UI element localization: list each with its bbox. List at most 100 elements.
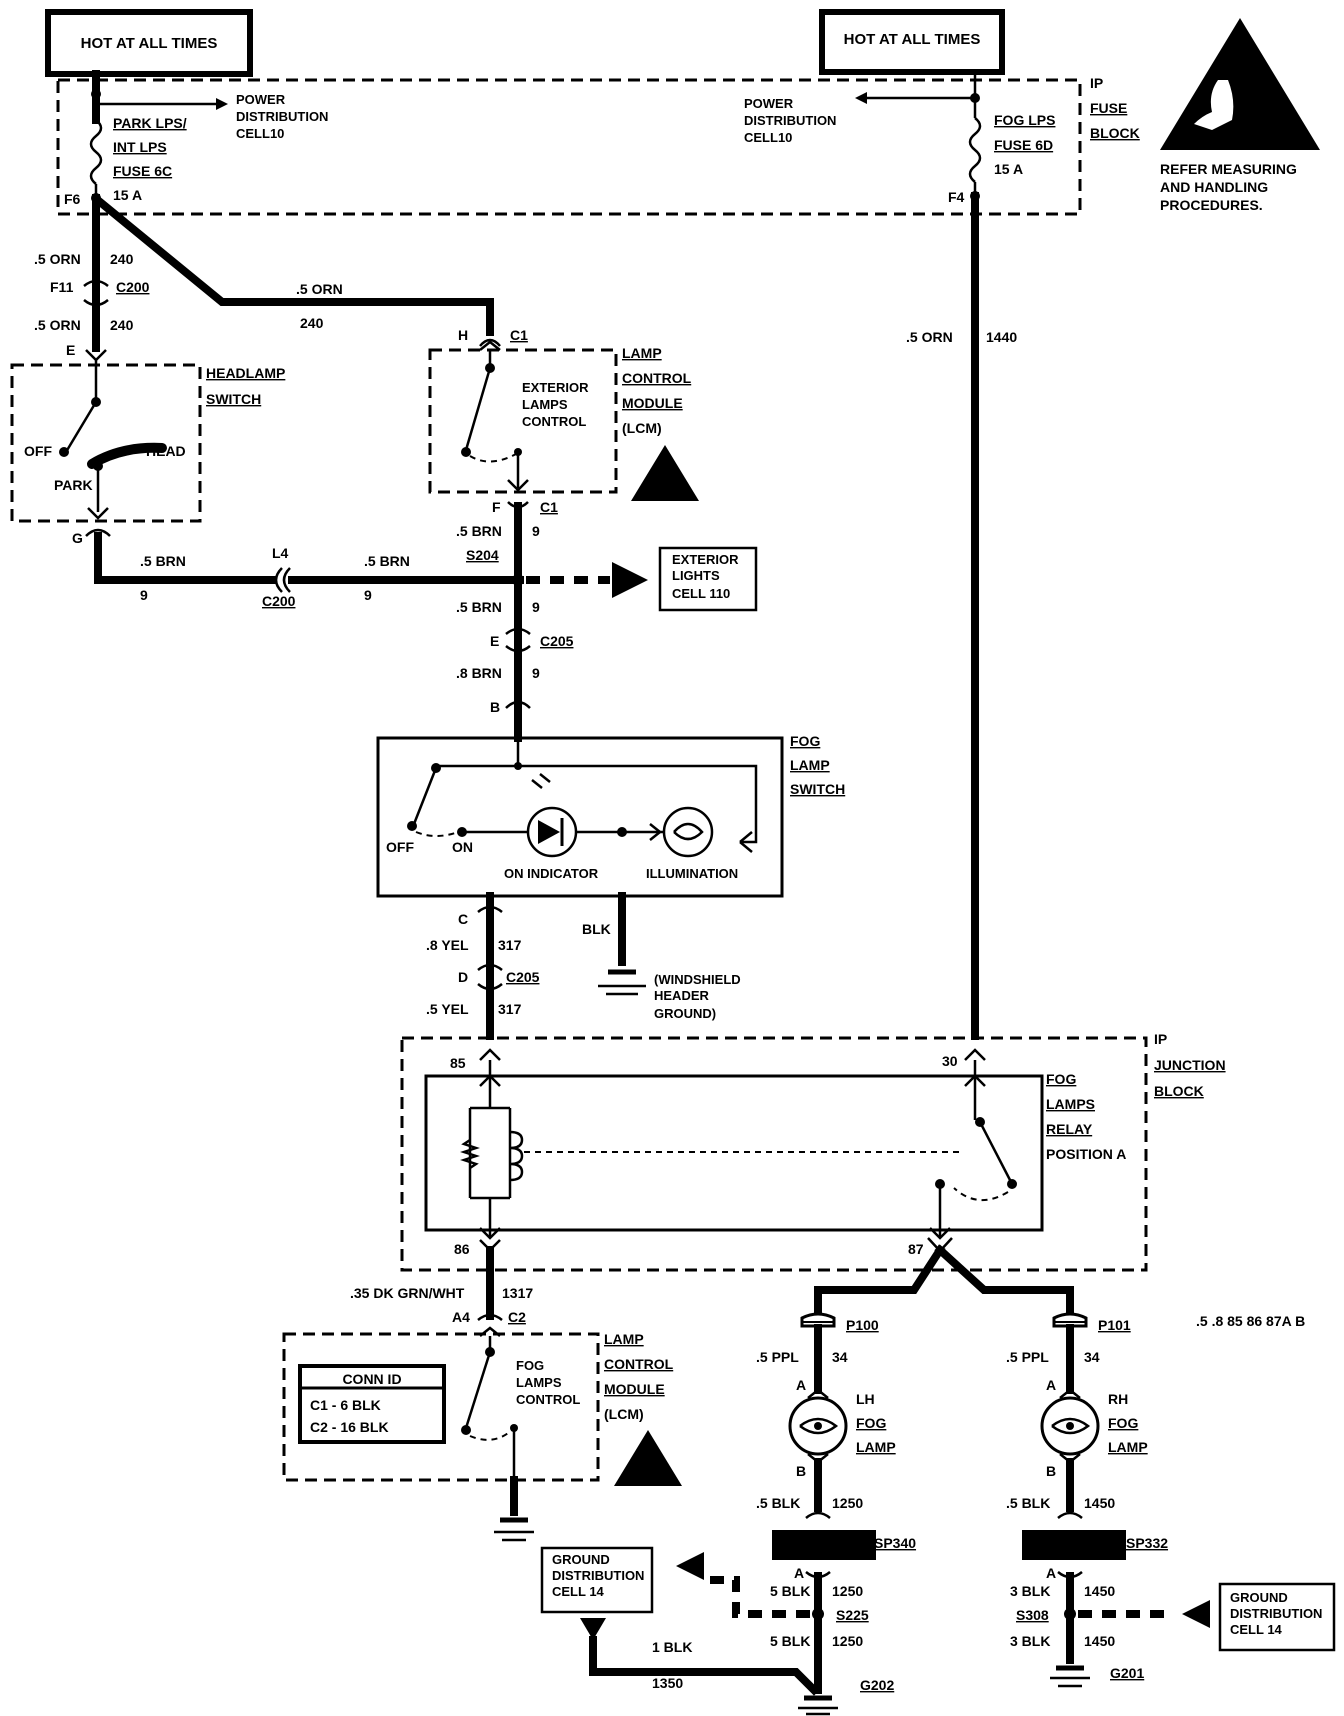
svg-text:HEAD: HEAD bbox=[146, 443, 186, 459]
svg-text:BLK: BLK bbox=[582, 921, 611, 937]
svg-text:C205: C205 bbox=[506, 969, 540, 985]
svg-text:F11: F11 bbox=[50, 279, 74, 295]
svg-text:3 BLK: 3 BLK bbox=[1010, 1583, 1050, 1599]
svg-text:9: 9 bbox=[532, 523, 540, 539]
svg-text:240: 240 bbox=[110, 251, 134, 267]
svg-text:FOG: FOG bbox=[1108, 1415, 1138, 1431]
svg-text:DISTRIBUTION: DISTRIBUTION bbox=[236, 109, 328, 124]
svg-text:1250: 1250 bbox=[832, 1583, 863, 1599]
esd-note: REFER MEASURING AND HANDLING PROCEDURES. bbox=[1160, 161, 1297, 213]
svg-text:E: E bbox=[490, 633, 499, 649]
svg-text:G: G bbox=[72, 530, 83, 546]
svg-text:.5 BRN: .5 BRN bbox=[456, 599, 502, 615]
svg-text:PARK LPS/: PARK LPS/ bbox=[113, 115, 187, 131]
svg-text:CELL10: CELL10 bbox=[236, 126, 284, 141]
svg-text:9: 9 bbox=[140, 587, 148, 603]
svg-text:9: 9 bbox=[364, 587, 372, 603]
svg-text:FUSE: FUSE bbox=[1090, 100, 1127, 116]
svg-text:ON INDICATOR: ON INDICATOR bbox=[504, 866, 599, 881]
svg-text:POWER: POWER bbox=[744, 96, 794, 111]
svg-text:A: A bbox=[1046, 1565, 1056, 1581]
svg-text:ON: ON bbox=[452, 839, 473, 855]
svg-text:SP332: SP332 bbox=[1126, 1535, 1168, 1551]
svg-text:FOG: FOG bbox=[790, 733, 820, 749]
wire-317: C .8 YEL 317 D C205 .5 YEL 317 bbox=[426, 892, 540, 1040]
svg-text:LAMPS: LAMPS bbox=[516, 1375, 562, 1390]
power-distribution-left: POWER DISTRIBUTION CELL10 bbox=[96, 92, 328, 141]
svg-text:HEADLAMP: HEADLAMP bbox=[206, 365, 285, 381]
svg-text:317: 317 bbox=[498, 937, 522, 953]
ip-fuse-block-outline bbox=[56, 78, 1082, 216]
svg-text:GROUND: GROUND bbox=[1230, 1590, 1288, 1605]
svg-text:SWITCH: SWITCH bbox=[206, 391, 261, 407]
svg-text:S204: S204 bbox=[466, 547, 499, 563]
svg-text:FOG: FOG bbox=[1046, 1071, 1076, 1087]
svg-text:RELAY: RELAY bbox=[1046, 1121, 1093, 1137]
svg-text:CELL 14: CELL 14 bbox=[552, 1584, 605, 1599]
svg-text:C200: C200 bbox=[116, 279, 150, 295]
svg-text:(LCM): (LCM) bbox=[604, 1406, 644, 1422]
ground-distribution-left: GROUND DISTRIBUTION CELL 14 1 BLK 1350 bbox=[540, 1546, 820, 1696]
svg-text:.5 ORN: .5 ORN bbox=[34, 251, 81, 267]
svg-text:CELL 14: CELL 14 bbox=[1230, 1622, 1283, 1637]
splice-s204 bbox=[512, 574, 524, 586]
svg-text:HOT AT ALL TIMES: HOT AT ALL TIMES bbox=[81, 35, 218, 52]
svg-text:1440: 1440 bbox=[986, 329, 1017, 345]
svg-text:LAMP: LAMP bbox=[856, 1439, 896, 1455]
hot-label-left: HOT AT ALL TIMES bbox=[45, 9, 253, 77]
svg-text:B: B bbox=[1046, 1463, 1056, 1479]
svg-text:CONTROL: CONTROL bbox=[516, 1392, 580, 1407]
svg-text:FUSE 6D: FUSE 6D bbox=[994, 137, 1053, 153]
svg-text:CONTROL: CONTROL bbox=[604, 1356, 674, 1372]
svg-text:SP340: SP340 bbox=[874, 1535, 916, 1551]
svg-text:240: 240 bbox=[110, 317, 134, 333]
svg-text:FOG LPS: FOG LPS bbox=[994, 112, 1055, 128]
svg-text:LAMP: LAMP bbox=[790, 757, 830, 773]
lcm-bottom-outline bbox=[282, 1332, 600, 1482]
svg-text:1250: 1250 bbox=[832, 1633, 863, 1649]
svg-text:C2 - 16 BLK: C2 - 16 BLK bbox=[310, 1419, 389, 1435]
svg-text:(LCM): (LCM) bbox=[622, 420, 662, 436]
svg-text:9: 9 bbox=[532, 665, 540, 681]
ip-junction-block-title: IP JUNCTION BLOCK bbox=[1154, 1031, 1226, 1099]
svg-text:FOG: FOG bbox=[856, 1415, 886, 1431]
svg-text:1450: 1450 bbox=[1084, 1633, 1115, 1649]
svg-text:1 BLK: 1 BLK bbox=[652, 1639, 692, 1655]
svg-text:CONTROL: CONTROL bbox=[522, 414, 586, 429]
svg-text:POWER: POWER bbox=[236, 92, 286, 107]
svg-text:IP: IP bbox=[1090, 75, 1103, 91]
connector-l4 bbox=[274, 567, 291, 593]
svg-text:317: 317 bbox=[498, 1001, 522, 1017]
svg-text:A: A bbox=[796, 1377, 806, 1393]
svg-text:POSITION A: POSITION A bbox=[1046, 1146, 1126, 1162]
connector-c200-top bbox=[83, 279, 109, 307]
svg-text:LAMPS: LAMPS bbox=[1046, 1096, 1095, 1112]
svg-text:.5 ORN: .5 ORN bbox=[34, 317, 81, 333]
svg-text:.5 ORN: .5 ORN bbox=[296, 281, 343, 297]
wire-labels-9-left: .5 BRN 9 L4 C200 .5 BRN 9 bbox=[140, 545, 410, 609]
svg-text:F6: F6 bbox=[64, 191, 81, 207]
svg-text:LAMP: LAMP bbox=[1108, 1439, 1148, 1455]
svg-text:SWITCH: SWITCH bbox=[790, 781, 845, 797]
svg-text:DISTRIBUTION: DISTRIBUTION bbox=[552, 1568, 644, 1583]
svg-text:FUSE 6C: FUSE 6C bbox=[113, 163, 172, 179]
lcm-top: H C1 EXTERIOR LAMPS CONTROL LAMP CONTROL… bbox=[458, 327, 699, 515]
svg-text:B: B bbox=[796, 1463, 806, 1479]
svg-text:C1: C1 bbox=[540, 499, 558, 515]
svg-text:DISTRIBUTION: DISTRIBUTION bbox=[1230, 1606, 1322, 1621]
svg-text:MODULE: MODULE bbox=[622, 395, 683, 411]
svg-text:E: E bbox=[66, 342, 75, 358]
fog-lamp-switch: OFF ON ON INDICATOR ILLUMINATION FOG LAM… bbox=[376, 733, 845, 898]
svg-text:BLOCK: BLOCK bbox=[1154, 1083, 1204, 1099]
lcm-bottom: FOG LAMPS CONTROL LAMP CONTROL MODULE (L… bbox=[461, 1326, 682, 1486]
ip-junction-block-outline bbox=[400, 1036, 1148, 1272]
svg-text:5 BLK: 5 BLK bbox=[770, 1633, 810, 1649]
svg-text:34: 34 bbox=[832, 1349, 848, 1365]
lcm-bottom-ground bbox=[494, 1476, 534, 1542]
hot-label-right: HOT AT ALL TIMES bbox=[819, 9, 1005, 75]
svg-text:1317: 1317 bbox=[502, 1285, 533, 1301]
wire-240 bbox=[92, 194, 494, 352]
svg-text:AND HANDLING: AND HANDLING bbox=[1160, 179, 1268, 195]
svg-text:.5 PPL: .5 PPL bbox=[756, 1349, 799, 1365]
wire-1317: .35 DK GRN/WHT 1317 A4 C2 bbox=[350, 1246, 533, 1325]
